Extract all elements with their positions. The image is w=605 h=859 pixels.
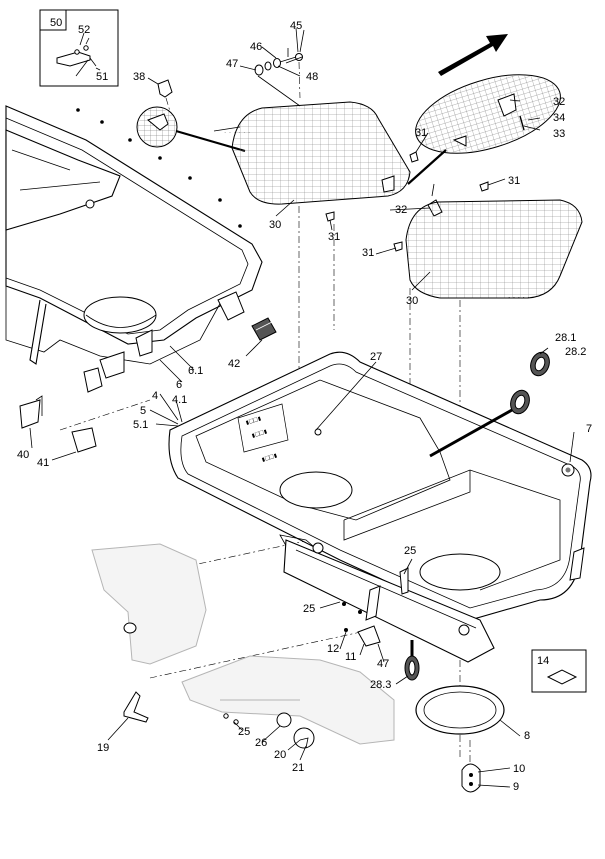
callout-27: 27 bbox=[370, 351, 382, 363]
callout-52: 52 bbox=[78, 24, 90, 36]
callout-42: 42 bbox=[228, 358, 240, 370]
callout-9: 9 bbox=[513, 781, 519, 793]
callout-6: 6 bbox=[176, 379, 182, 391]
callout-50: 50 bbox=[50, 17, 62, 29]
callout-labels: 50 52 51 45 46 47 48 38 32 34 33 31 31 3… bbox=[17, 17, 592, 793]
fastener-part-11-12 bbox=[344, 625, 381, 647]
ghost-housing-lower bbox=[181, 655, 395, 745]
callout-33: 33 bbox=[553, 128, 565, 140]
callout-32-detail: 32 bbox=[553, 96, 565, 108]
callout-48: 48 bbox=[306, 71, 318, 83]
callout-5: 5 bbox=[140, 405, 146, 417]
plate-part-9-10 bbox=[461, 763, 481, 793]
callout-7: 7 bbox=[586, 423, 592, 435]
chassis-frame-left bbox=[5, 105, 263, 393]
clip-part-38 bbox=[147, 77, 173, 119]
seal-ring-28 bbox=[404, 351, 550, 681]
plug-part-26 bbox=[276, 712, 292, 728]
callout-19: 19 bbox=[97, 742, 109, 754]
callout-40: 40 bbox=[17, 449, 29, 461]
main-frame-tray: ▮□□▮ ▮□□▮ ▮□□▮ bbox=[168, 351, 592, 663]
bracket-part-19 bbox=[123, 691, 149, 723]
grommet-part-7 bbox=[561, 463, 575, 477]
callout-31-d: 31 bbox=[362, 247, 374, 259]
callout-14: 14 bbox=[537, 655, 549, 667]
fastener-stack bbox=[254, 27, 303, 107]
callout-51: 51 bbox=[96, 71, 108, 83]
ghost-housing-upper bbox=[91, 543, 207, 665]
callout-4-1: 4.1 bbox=[172, 394, 187, 406]
callout-32: 32 bbox=[395, 204, 407, 216]
callout-31-b: 31 bbox=[508, 175, 520, 187]
callout-28-3: 28.3 bbox=[370, 679, 391, 691]
callout-8: 8 bbox=[524, 730, 530, 742]
callout-25-b: 25 bbox=[303, 603, 315, 615]
svg-text:- - - - - -: - - - - - - bbox=[224, 131, 250, 135]
callout-6-1: 6.1 bbox=[188, 365, 203, 377]
callout-28-1: 28.1 bbox=[555, 332, 576, 344]
callout-30-upper: 30 bbox=[269, 219, 281, 231]
callout-47-top: 47 bbox=[226, 58, 238, 70]
detail-view-right bbox=[407, 74, 561, 185]
callout-28-2: 28.2 bbox=[565, 346, 586, 358]
callout-47-bottom: 47 bbox=[377, 658, 389, 670]
plate-part-20-21 bbox=[293, 727, 315, 749]
callout-21: 21 bbox=[292, 762, 304, 774]
latch-part-42 bbox=[217, 291, 277, 341]
callout-20: 20 bbox=[274, 749, 286, 761]
callout-46: 46 bbox=[250, 41, 262, 53]
leader-lines bbox=[29, 29, 575, 788]
ring-part-8 bbox=[415, 685, 505, 735]
callout-25-c: 25 bbox=[238, 726, 250, 738]
callout-26: 26 bbox=[255, 737, 267, 749]
callout-11: 11 bbox=[345, 651, 356, 663]
kit-box-50 bbox=[39, 9, 119, 87]
callout-25-a: 25 bbox=[404, 545, 416, 557]
direction-arrow-icon bbox=[438, 34, 508, 76]
callout-10: 10 bbox=[513, 763, 525, 775]
bracket-part-40 bbox=[19, 395, 43, 429]
mesh-grille-lower: - - - - - bbox=[405, 199, 583, 300]
callout-34: 34 bbox=[553, 112, 565, 124]
svg-text:- - - - -: - - - - - bbox=[508, 296, 530, 300]
callout-5-1: 5.1 bbox=[133, 419, 148, 431]
bracket-part-51-icon bbox=[56, 45, 97, 67]
callout-31-a: 31 bbox=[415, 127, 427, 139]
callout-41: 41 bbox=[37, 457, 49, 469]
clip-part-31 bbox=[325, 151, 489, 252]
screw-part-25 bbox=[223, 567, 409, 725]
mesh-grille-upper: - - - - - - bbox=[213, 101, 411, 205]
callout-38: 38 bbox=[133, 71, 145, 83]
callout-12: 12 bbox=[327, 643, 339, 655]
kit-box-14 bbox=[531, 649, 587, 693]
callout-30-lower: 30 bbox=[406, 295, 418, 307]
callout-45: 45 bbox=[290, 20, 302, 32]
bracket-part-41 bbox=[71, 427, 97, 453]
callout-4: 4 bbox=[152, 390, 158, 402]
callout-31-c: 31 bbox=[328, 231, 340, 243]
